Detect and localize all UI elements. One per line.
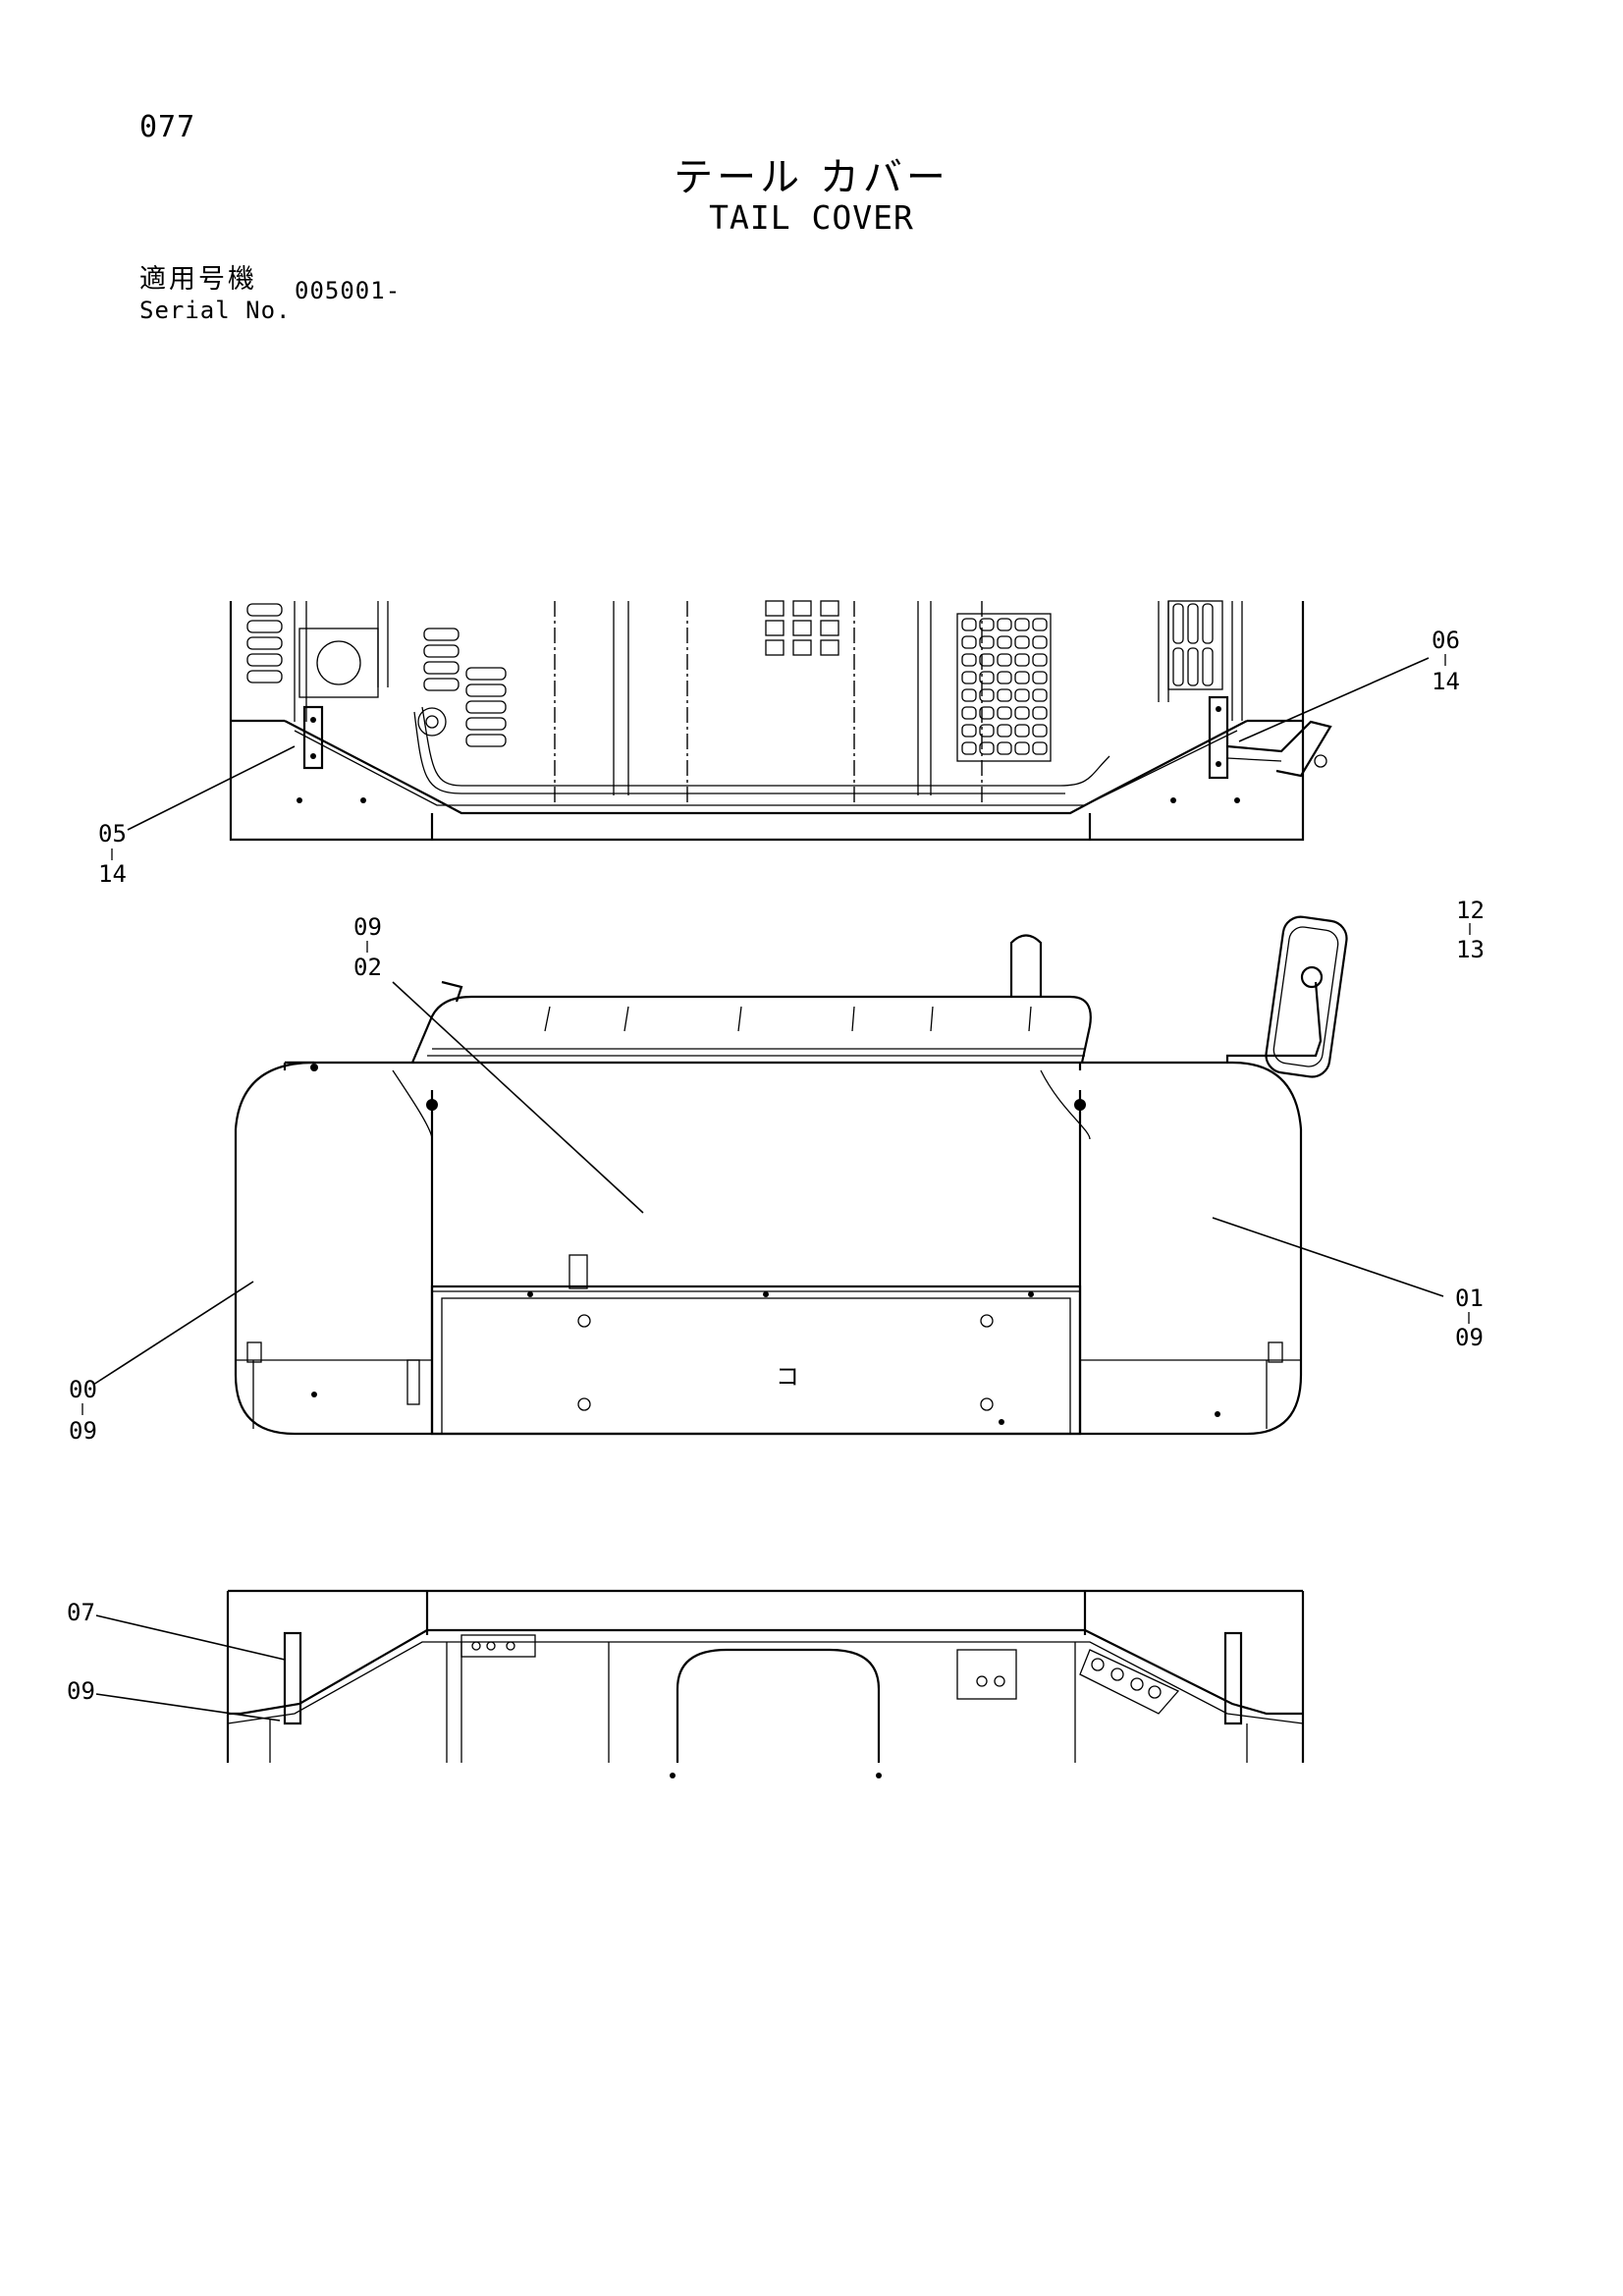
callout-number: 09: [67, 1677, 95, 1705]
callout-number: 01: [1455, 1285, 1484, 1312]
callout-00-09: 00 09: [69, 1376, 97, 1445]
bottom-view: [95, 1589, 1305, 1778]
callout-09-02: 09 02: [353, 913, 382, 981]
callout-number: 09: [1455, 1324, 1484, 1351]
page-number: 077: [139, 110, 196, 144]
serial-number-range: 005001-: [295, 277, 402, 304]
top-view: [127, 600, 1430, 842]
callout-number: 07: [67, 1599, 95, 1626]
callout-05-14: 05 14: [98, 820, 127, 888]
callout-number: 12: [1456, 897, 1485, 924]
callout-number: 05: [98, 820, 127, 847]
front-view: コ: [92, 915, 1444, 1436]
vent-grid-right: [961, 603, 1214, 755]
callout-number: 02: [353, 954, 382, 981]
title-english: TAIL COVER: [709, 198, 914, 237]
callout-number: 14: [1432, 668, 1460, 695]
serial-label-japanese: 適用号機: [139, 264, 257, 295]
title-japanese: テール カバー: [674, 155, 949, 200]
callout-number: 09: [69, 1417, 97, 1445]
callout-06-14: 06 14: [1432, 627, 1460, 695]
hood-ribs: [544, 1006, 1032, 1032]
callout-number: 13: [1456, 936, 1485, 963]
callout-number: 14: [98, 860, 127, 888]
callout-number: 00: [69, 1376, 97, 1403]
panel-mark: コ: [776, 1363, 799, 1391]
callout-07: 07: [67, 1599, 95, 1626]
serial-label-english: Serial No.: [139, 297, 292, 324]
callout-01-09: 01 09: [1455, 1285, 1484, 1351]
callout-number: 09: [353, 913, 382, 941]
callout-12-13: 12 13: [1456, 897, 1485, 963]
rear-mirror: [1225, 915, 1348, 1078]
callout-09: 09: [67, 1677, 95, 1705]
callout-number: 06: [1432, 627, 1460, 654]
